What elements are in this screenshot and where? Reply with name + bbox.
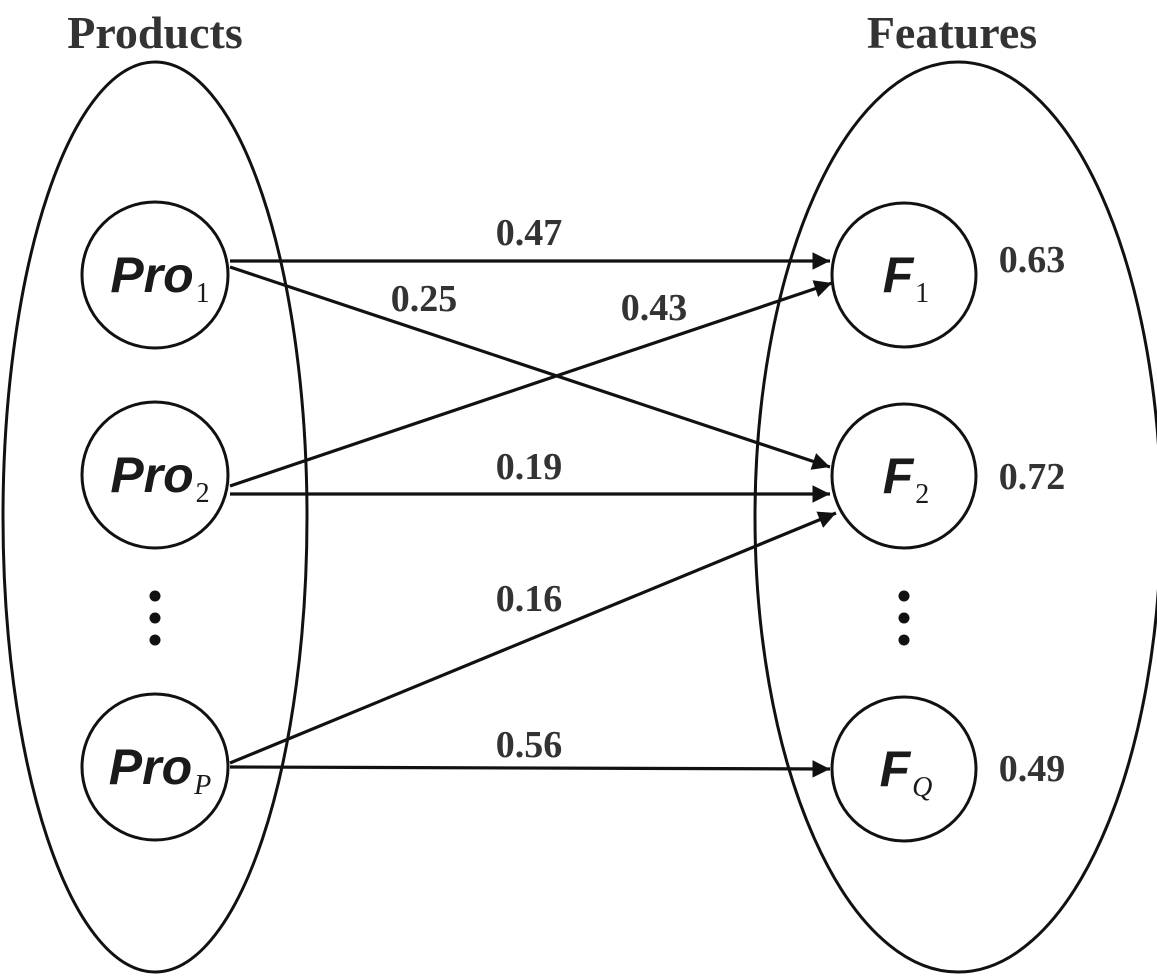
feature-node-circle [830,402,978,550]
product-node-circle [80,692,230,842]
edge-weight-p2-f2: 0.19 [496,446,563,488]
products-ellipsis [149,590,161,646]
edge-p2-f1 [229,280,833,488]
edge-weight-p1-f2: 0.25 [391,278,458,320]
edges-layer [229,252,837,778]
feature-node-circle [830,201,978,349]
edge-weight-p2-f1: 0.43 [621,287,688,329]
product-node-label: ProP [109,739,211,801]
products-ellipse [1,60,309,974]
feature-node-label: FQ [880,741,933,803]
feature-node-f2: F2 [830,402,978,550]
feature-node-f1: F1 [830,201,978,349]
product-node-circle [80,200,230,350]
feature-node-fq: FQ [830,695,978,843]
product-node-pp: ProP [80,692,230,842]
product-node-p2: Pro2 [80,400,230,550]
product-node-circle [80,400,230,550]
product-node-p1: Pro1 [80,200,230,350]
edge-pp-fq [229,760,831,778]
features-title: Features [867,7,1037,58]
edge-p1-f2 [229,265,831,470]
product-node-label: Pro2 [110,447,209,509]
edge-weight-pp-fq: 0.56 [496,724,563,766]
features-ellipse [753,60,1157,974]
product-node-label: Pro1 [110,247,209,309]
products-title: Products [67,7,243,58]
feature-score-f1: 0.63 [999,239,1066,281]
edge-pp-f2 [229,511,837,765]
feature-node-label: F1 [883,247,930,309]
edge-weight-p1-f1: 0.47 [496,212,563,254]
edge-weight-pp-f2: 0.16 [496,578,563,620]
feature-score-f2: 0.72 [999,456,1066,498]
features-ellipsis [898,590,910,646]
feature-node-label: F2 [883,448,930,510]
feature-node-circle [830,695,978,843]
feature-score-fq: 0.49 [999,748,1066,790]
